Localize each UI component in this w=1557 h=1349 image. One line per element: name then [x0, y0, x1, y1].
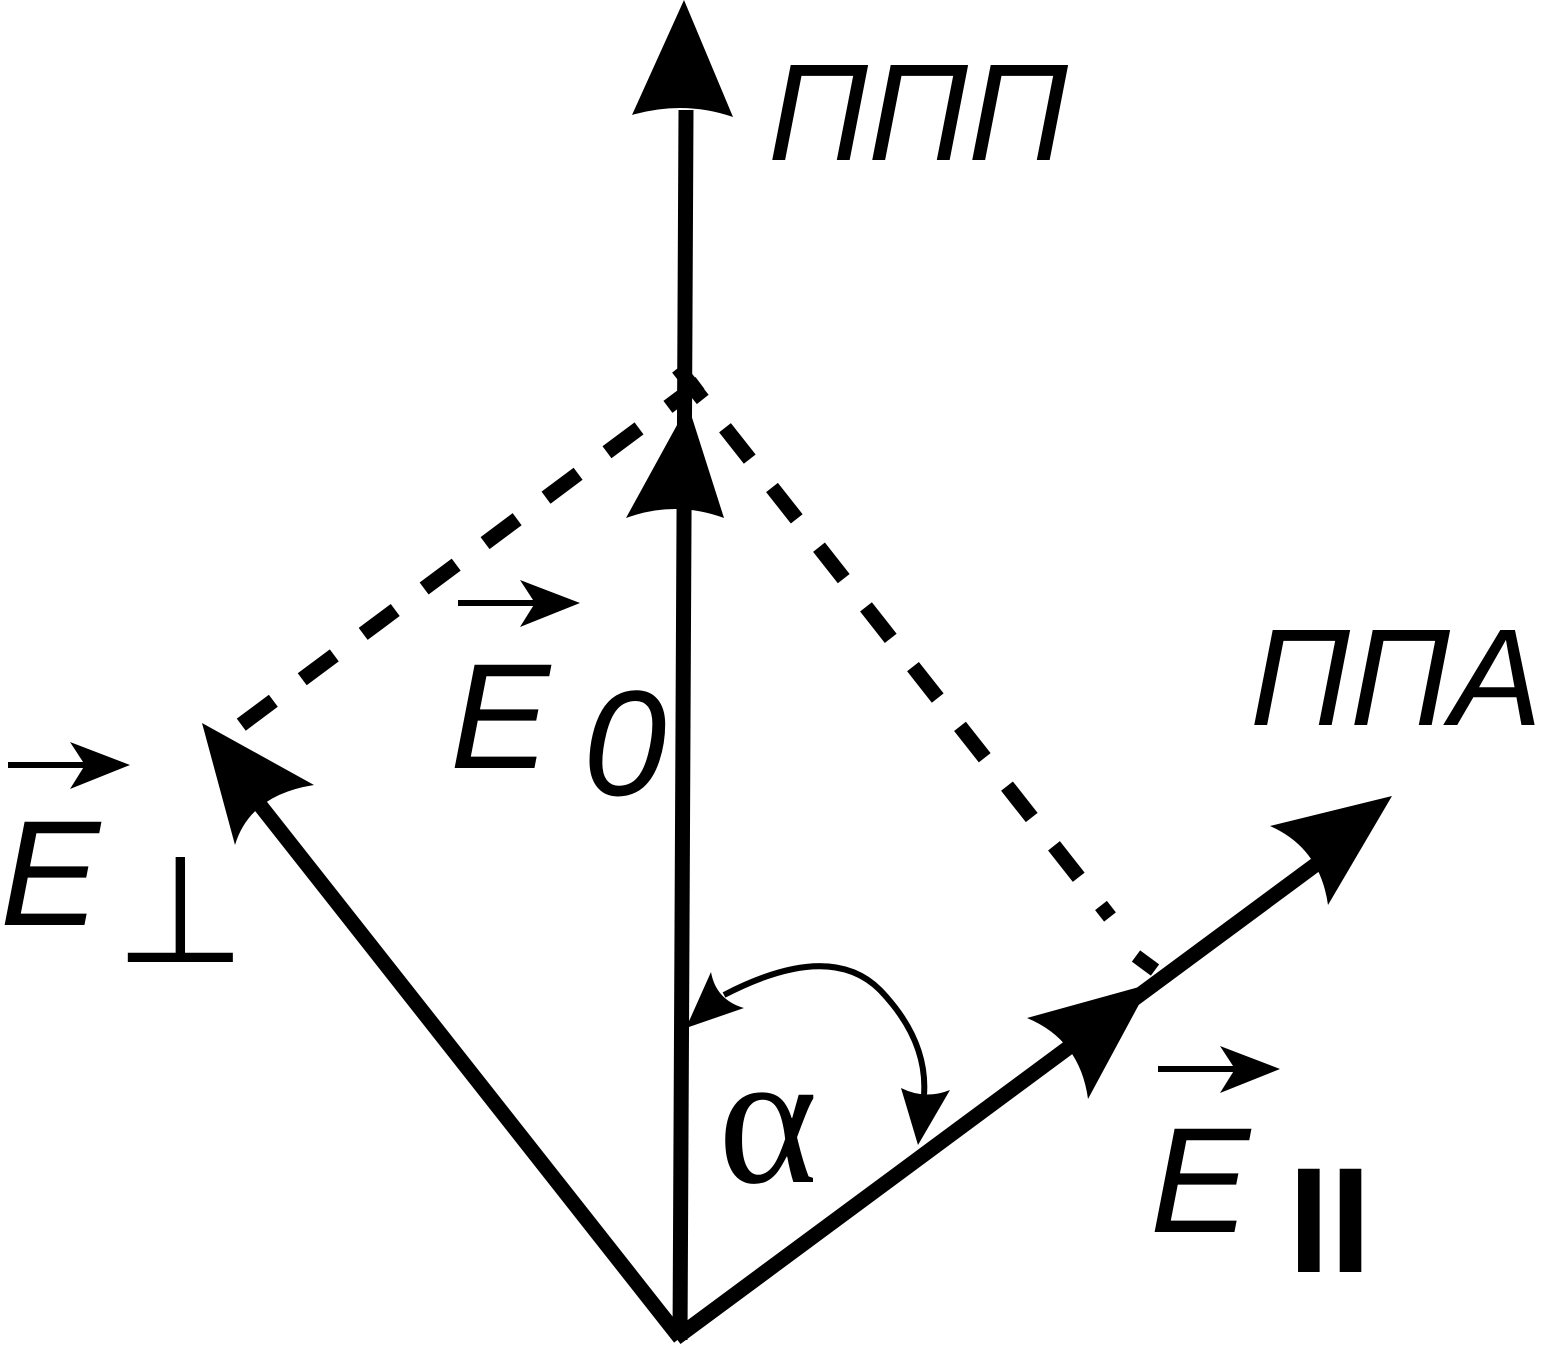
projection-lines [213, 363, 1116, 922]
e-perp-subscript: ⊥ [115, 826, 246, 994]
e-perp-line [250, 795, 686, 1343]
alpha-label: α [718, 1014, 818, 1224]
e-zero-arrowhead [626, 405, 724, 518]
projection-line-parallel [672, 363, 1116, 922]
ppp-axis-line [672, 109, 694, 1341]
ppp-axis [632, 0, 733, 1341]
e-perp-arrowhead [202, 723, 314, 845]
e-perp-vector-mark [8, 742, 130, 789]
ppa-axis-arrowhead [1270, 796, 1392, 905]
e-par-vector-mark [1158, 1046, 1280, 1093]
e-zero-vector-mark [458, 580, 580, 627]
ppa-label: ППА [1250, 601, 1542, 755]
vector-marks [8, 580, 1280, 1093]
angle-arc-arrowhead-left [686, 972, 744, 1028]
angle-arc [722, 963, 928, 1096]
projection-line-perpendicular [213, 376, 705, 749]
ppp-label: ППП [768, 36, 1069, 190]
e-perp-label: E [0, 789, 102, 957]
e-perp-vector [202, 723, 686, 1343]
e-par-subscript: II [1288, 1136, 1371, 1304]
ppa-axis [671, 796, 1392, 1345]
e-zero-label: E [450, 632, 552, 800]
e-par-tick [1131, 950, 1160, 976]
e-par-arrowhead [1027, 984, 1150, 1099]
angle-arc-arrowhead-right [901, 1088, 950, 1145]
e-zero-subscript: 0 [583, 659, 666, 827]
ppp-axis-arrowhead [632, 0, 733, 117]
angle-alpha-arc [686, 963, 950, 1145]
ppa-axis-line [671, 853, 1327, 1345]
e-par-label: E [1150, 1096, 1252, 1264]
